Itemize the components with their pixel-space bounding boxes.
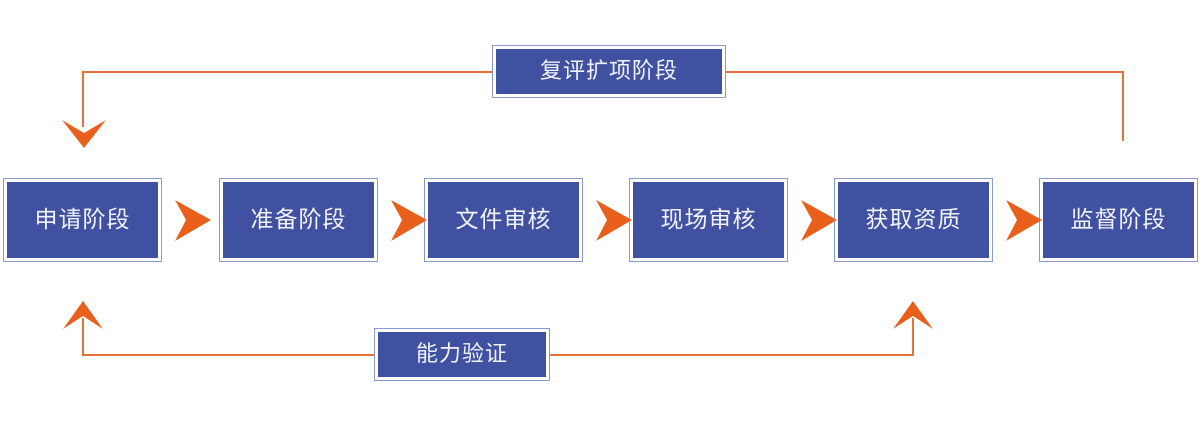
stage-box-doc-review[interactable]: 文件审核 xyxy=(424,178,583,262)
bottom-loop-left-vertical-line xyxy=(82,318,84,356)
chevron-1-icon xyxy=(172,198,214,247)
stage-label-doc-review: 文件审核 xyxy=(455,206,552,233)
chevron-4-icon xyxy=(798,198,840,247)
stage-box-site-audit[interactable]: 现场审核 xyxy=(629,178,788,262)
stage-label-obtain: 获取资质 xyxy=(865,206,962,233)
stage-box-apply[interactable]: 申请阶段 xyxy=(3,178,162,262)
stage-box-supervise[interactable]: 监督阶段 xyxy=(1039,178,1198,262)
chevron-2-icon xyxy=(388,198,430,247)
top-loop-label-box[interactable]: 复评扩项阶段 xyxy=(492,45,726,98)
stage-box-prepare[interactable]: 准备阶段 xyxy=(219,178,378,262)
bottom-loop-label-text: 能力验证 xyxy=(415,341,508,367)
stage-label-apply: 申请阶段 xyxy=(34,206,131,233)
stage-label-site-audit: 现场审核 xyxy=(660,206,757,233)
bottom-loop-right-vertical-line xyxy=(912,318,914,356)
stage-label-prepare: 准备阶段 xyxy=(250,206,347,233)
stage-label-supervise: 监督阶段 xyxy=(1070,206,1167,233)
chevron-5-icon xyxy=(1003,198,1045,247)
top-loop-right-vertical-line xyxy=(1122,71,1124,141)
chevron-3-icon xyxy=(593,198,635,247)
top-loop-down-arrowhead xyxy=(60,118,108,154)
top-loop-label-text: 复评扩项阶段 xyxy=(539,58,678,84)
top-loop-left-vertical-line xyxy=(82,71,84,127)
bottom-loop-right-up-arrowhead xyxy=(891,299,935,335)
bottom-loop-label-box[interactable]: 能力验证 xyxy=(374,328,550,381)
stage-box-obtain[interactable]: 获取资质 xyxy=(834,178,993,262)
bottom-loop-left-up-arrowhead xyxy=(61,299,105,335)
